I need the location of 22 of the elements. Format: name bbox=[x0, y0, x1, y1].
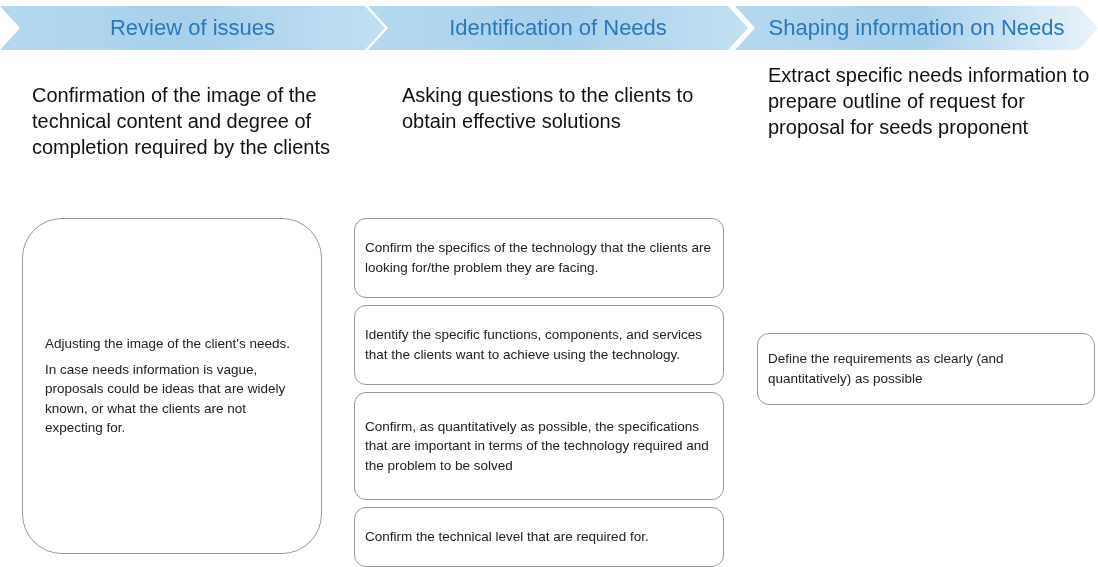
stage-title: Identification of Needs bbox=[449, 16, 667, 40]
rounded-text-box bbox=[354, 507, 724, 567]
rounded-text-box bbox=[22, 218, 322, 554]
stage-description: Confirmation of the image of the technical content and degree of completion required by the clients bbox=[32, 83, 331, 160]
box-text: In case needs information is vague, proposals could be ideas that are widely known, or what the clients are not expecting for. bbox=[45, 360, 287, 438]
stage-description: Extract specific needs information to prepare outline of request for proposal for seeds proponent bbox=[768, 63, 1091, 140]
box-text: Adjusting the image of the client's needs. bbox=[45, 335, 291, 354]
stage-title: Shaping information on Needs bbox=[768, 16, 1065, 40]
box-text: Confirm the technical level that are required for. bbox=[365, 528, 650, 547]
chevron-banner bbox=[735, 6, 1098, 50]
stage-description: Asking questions to the clients to obtain effective solutions bbox=[402, 83, 695, 134]
rounded-text-box bbox=[757, 333, 1095, 405]
chevron-banner bbox=[368, 6, 748, 50]
chevron-banner bbox=[0, 6, 385, 50]
stage-title: Review of issues bbox=[109, 16, 276, 40]
box-text: Identify the specific functions, components, and services that the clients want to achieve using the technology. bbox=[365, 326, 703, 364]
rounded-text-box bbox=[354, 218, 724, 298]
box-text: Confirm, as quantitatively as possible, the specifications that are important in terms of the technology required and the problem to be solved bbox=[365, 417, 710, 475]
rounded-text-box bbox=[354, 305, 724, 385]
box-text: Confirm the specifics of the technology that the clients are looking for/the problem they are facing. bbox=[365, 239, 712, 277]
rounded-text-box bbox=[354, 392, 724, 500]
box-text: Define the requirements as clearly (and quantitatively) as possible bbox=[768, 350, 1005, 388]
